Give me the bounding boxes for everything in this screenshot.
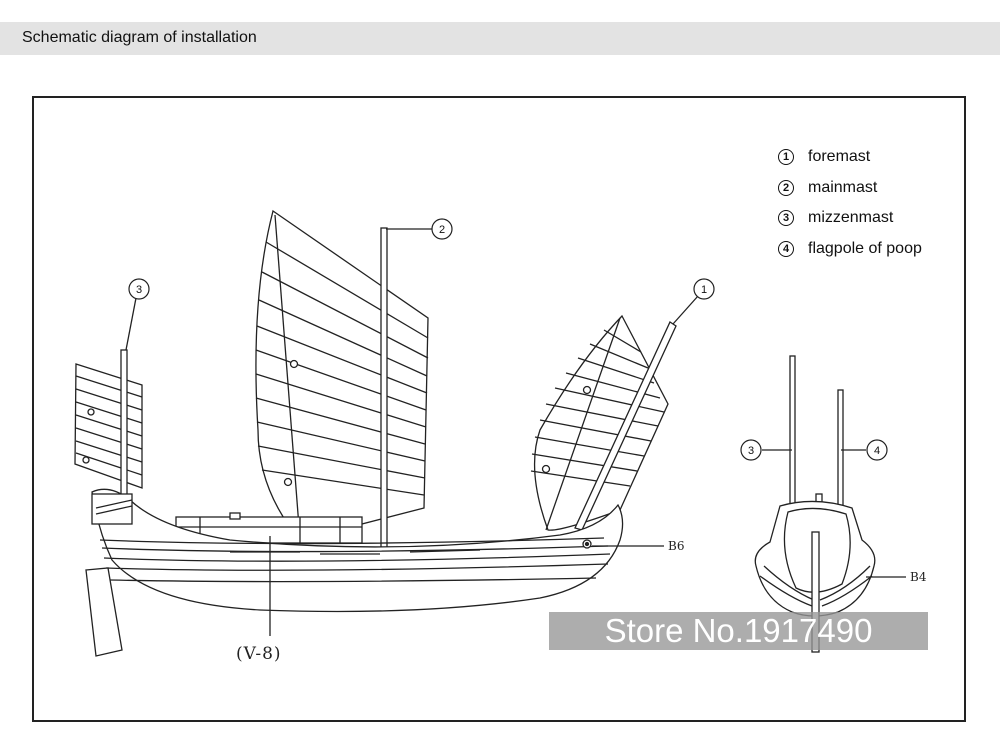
legend-label: foremast — [808, 148, 871, 166]
legend: 1 foremast 2 mainmast 3 mizzenmast 4 fla… — [778, 142, 922, 264]
fore-sail — [530, 314, 669, 531]
stern-view — [754, 355, 876, 653]
callout-circle-rear-flagpole — [866, 439, 888, 461]
callout-rear-mizzenmast: 3 — [748, 445, 754, 457]
callout-mainmast: 2 — [439, 224, 445, 236]
callout-rear-flagpole: 4 — [874, 445, 880, 457]
main-sail — [255, 209, 429, 541]
header-bar: Schematic diagram of installation — [0, 22, 1000, 55]
callout-circle-mainmast — [431, 218, 453, 240]
mizzen-sail — [74, 363, 143, 489]
legend-label: mizzenmast — [808, 209, 894, 227]
callout-circle-mizzenmast — [128, 278, 150, 300]
legend-number: 2 — [778, 179, 794, 196]
legend-item-foremast: 1 foremast — [778, 142, 922, 173]
store-watermark: Store No.1917490 — [549, 612, 928, 650]
callout-mizzenmast: 3 — [136, 284, 142, 296]
legend-item-flagpole: 4 flagpole of poop — [778, 234, 922, 265]
hull-side — [85, 488, 624, 657]
legend-item-mainmast: 2 mainmast — [778, 173, 922, 204]
mizzen-mast — [120, 349, 128, 499]
part-label-b6: B6 — [668, 539, 685, 553]
legend-item-mizzenmast: 3 mizzenmast — [778, 203, 922, 234]
legend-number: 3 — [778, 210, 794, 227]
diagram-frame — [32, 96, 966, 722]
legend-number: 4 — [778, 240, 794, 257]
legend-number: 1 — [778, 149, 794, 166]
callout-circle-rear-mizzenmast — [740, 439, 762, 461]
callout-foremast: 1 — [701, 284, 707, 296]
page-title: Schematic diagram of installation — [22, 29, 257, 46]
main-mast — [380, 227, 388, 559]
legend-label: mainmast — [808, 178, 878, 196]
legend-label: flagpole of poop — [808, 239, 922, 257]
part-label-b4: B4 — [910, 570, 927, 584]
callout-circle-foremast — [693, 278, 715, 300]
view-label: (V-8) — [236, 644, 282, 664]
